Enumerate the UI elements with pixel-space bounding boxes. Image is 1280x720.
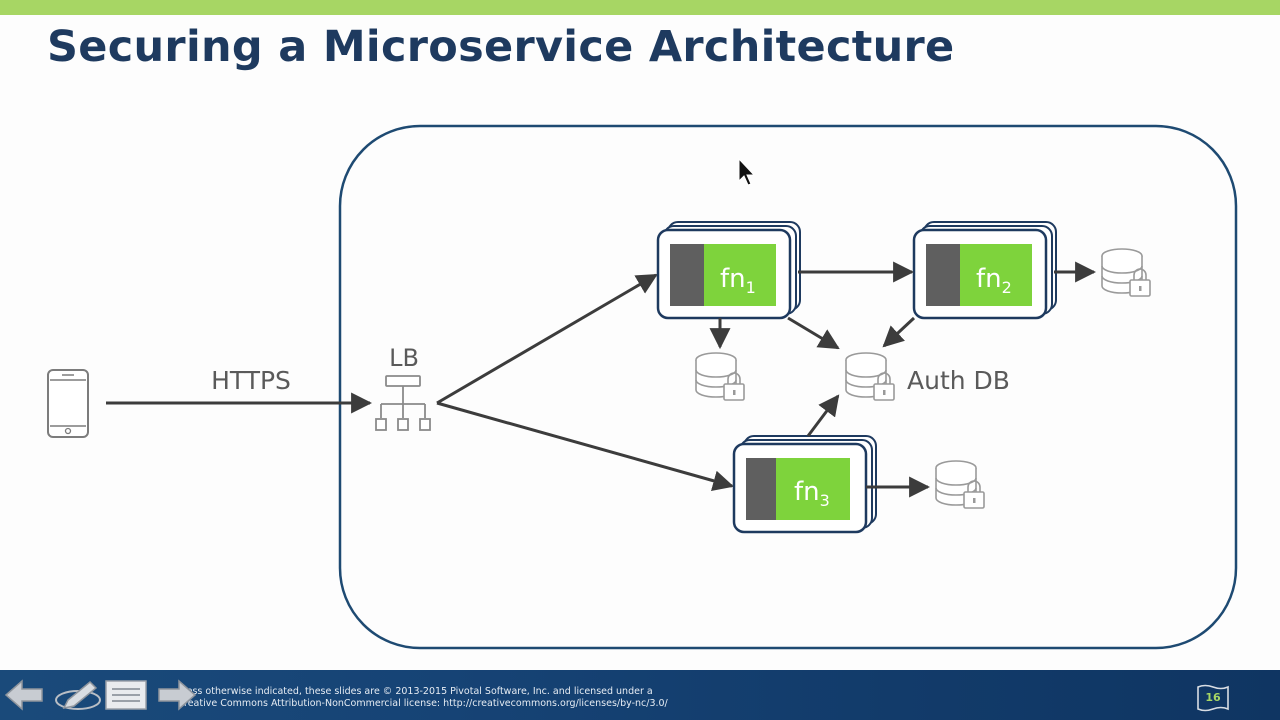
previous-slide-button[interactable]: [4, 676, 44, 714]
license-notice: less otherwise indicated, these slides a…: [184, 686, 668, 710]
fn1-database-icon: [695, 352, 745, 401]
fn1-service: fn1: [656, 221, 801, 320]
arrow-left-icon: [4, 679, 43, 711]
svg-text:fn1: fn1: [720, 264, 756, 297]
slide-top-accent-bar: [0, 0, 1280, 15]
svg-text:fn2: fn2: [976, 264, 1012, 297]
fn2-to-authdb-arrow: [882, 316, 916, 348]
slide-area: [0, 15, 1280, 670]
fn3-database-icon: [935, 460, 985, 509]
fn3-service: fn3: [732, 435, 877, 534]
slide-footer: less otherwise indicated, these slides a…: [0, 670, 1280, 720]
fn2-name: fn: [976, 264, 1002, 294]
cloud-boundary: [338, 124, 1238, 650]
mouse-cursor-icon: [738, 157, 756, 186]
menu-icon: [105, 680, 147, 710]
fn1-subscript: 1: [746, 278, 756, 297]
fn3-name: fn: [794, 477, 820, 507]
license-line-2: reative Commons Attribution-NonCommercia…: [184, 698, 668, 709]
architecture-diagram: HTTPS LB fn1 fn2 fn: [47, 124, 1238, 650]
auth-database-icon: [845, 352, 895, 401]
pen-icon: [55, 680, 101, 710]
lb-to-fn1-arrow: [436, 273, 658, 405]
mobile-device-icon: [47, 369, 89, 438]
fn2-subscript: 2: [1002, 278, 1012, 297]
slide-title: Securing a Microservice Architecture: [47, 22, 955, 72]
next-slide-button[interactable]: [156, 676, 198, 714]
page-flag-icon: [1197, 684, 1229, 712]
lb-to-fn3-arrow: [436, 401, 735, 491]
annotate-pen-button[interactable]: [54, 676, 102, 714]
page-number: 16: [1205, 691, 1221, 704]
license-line-1: less otherwise indicated, these slides a…: [184, 686, 653, 697]
fn3-to-authdb-arrow: [806, 394, 840, 437]
lb-label: LB: [389, 344, 419, 372]
fn2-service: fn2: [912, 221, 1057, 320]
page-number-badge: 16: [1196, 683, 1230, 713]
fn2-database-icon: [1101, 248, 1151, 297]
slide-menu-button[interactable]: [104, 676, 148, 714]
https-label: HTTPS: [211, 366, 291, 395]
auth-db-label: Auth DB: [907, 366, 1010, 395]
arrow-right-icon: [158, 679, 197, 711]
svg-text:fn3: fn3: [794, 477, 830, 510]
load-balancer-icon: [375, 375, 431, 431]
fn1-to-authdb-arrow: [787, 316, 840, 350]
fn3-subscript: 3: [820, 491, 830, 510]
fn1-name: fn: [720, 264, 746, 294]
